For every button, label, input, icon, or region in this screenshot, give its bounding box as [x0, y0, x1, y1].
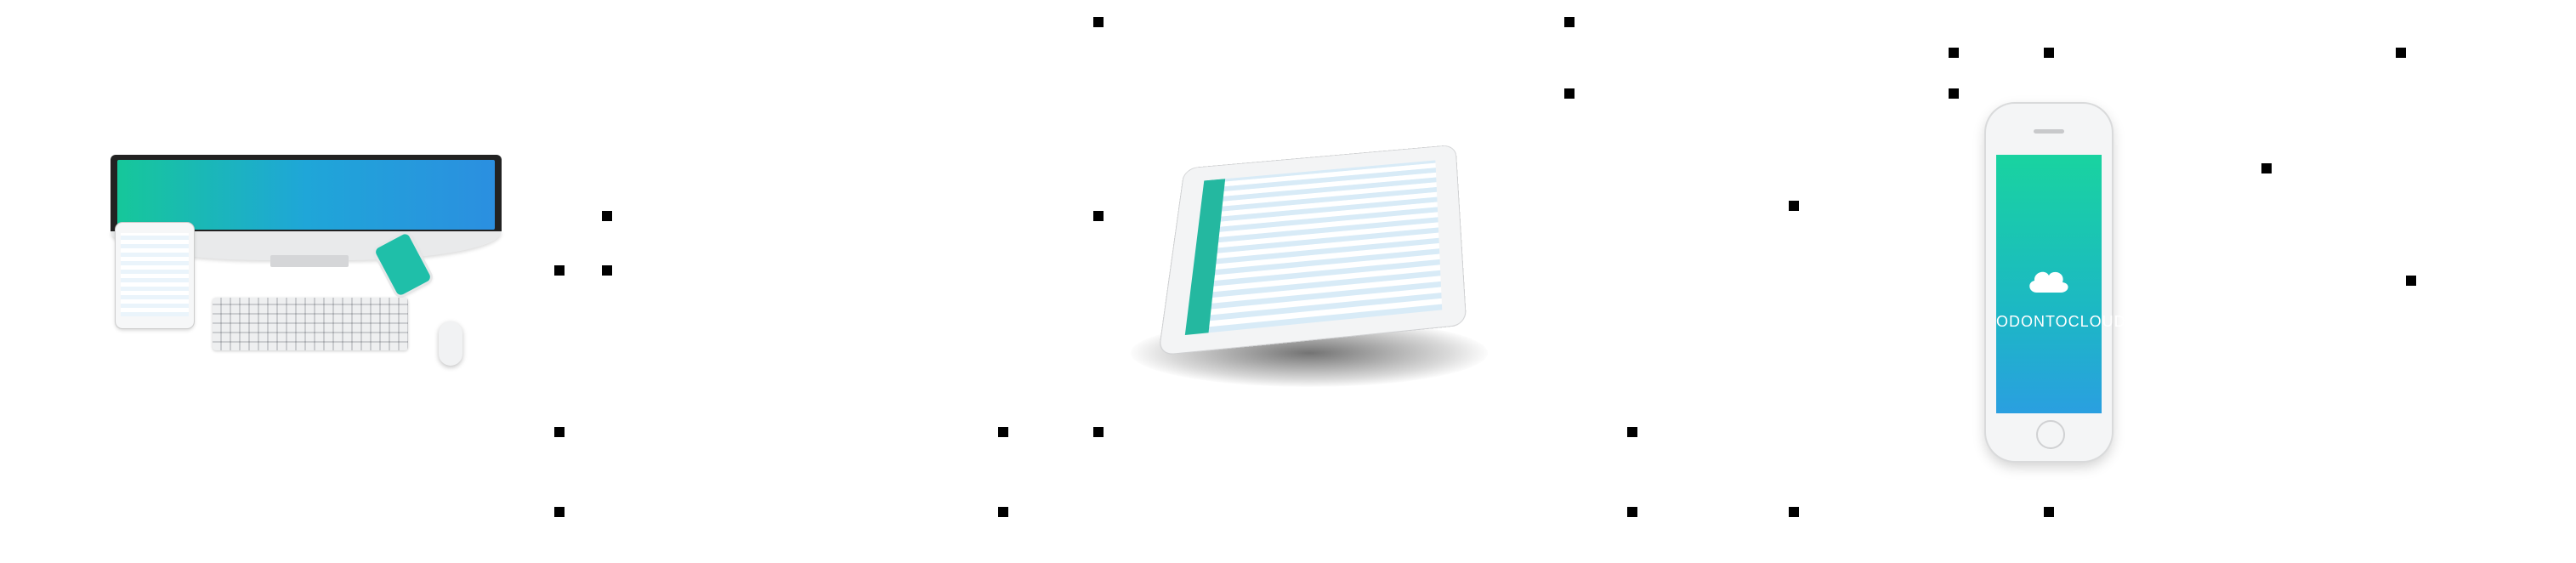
marker	[602, 211, 612, 221]
marker	[554, 427, 565, 437]
imac-display	[111, 155, 502, 231]
imac-screen-content	[117, 160, 495, 230]
marker	[1093, 427, 1104, 437]
marker	[2406, 276, 2416, 286]
iphone: ODONTOCLOUD	[1986, 104, 2126, 461]
marker	[1627, 507, 1637, 517]
brand-text: ODONTOCLOUD	[1996, 313, 2126, 330]
marker	[1093, 17, 1104, 27]
small-tablet	[116, 223, 194, 328]
marker	[1564, 88, 1575, 99]
home-button	[2036, 420, 2065, 449]
marker	[1789, 507, 1799, 517]
marker	[554, 507, 565, 517]
marker	[1789, 201, 1799, 211]
iphone-screen: ODONTOCLOUD	[1996, 155, 2126, 413]
marker	[998, 427, 1008, 437]
marker	[1564, 17, 1575, 27]
iphone-speaker	[2034, 129, 2064, 134]
marker	[998, 507, 1008, 517]
marker	[1627, 427, 1637, 437]
marker	[2044, 48, 2054, 58]
cloud-icon	[2029, 271, 2068, 293]
ipad-screen	[1184, 160, 1443, 335]
marker	[602, 265, 612, 276]
marker	[2044, 507, 2054, 517]
mouse	[439, 321, 462, 366]
imac-stand	[270, 255, 349, 267]
ipad	[1159, 145, 1467, 355]
marker	[554, 265, 565, 276]
marker	[2396, 48, 2406, 58]
marker	[2261, 163, 2272, 173]
marker	[1093, 211, 1104, 221]
marker	[1949, 88, 1959, 99]
small-tablet-screen	[121, 233, 189, 316]
keyboard	[213, 298, 408, 350]
marker	[1949, 48, 1959, 58]
ipad-sidebar	[1184, 179, 1226, 335]
